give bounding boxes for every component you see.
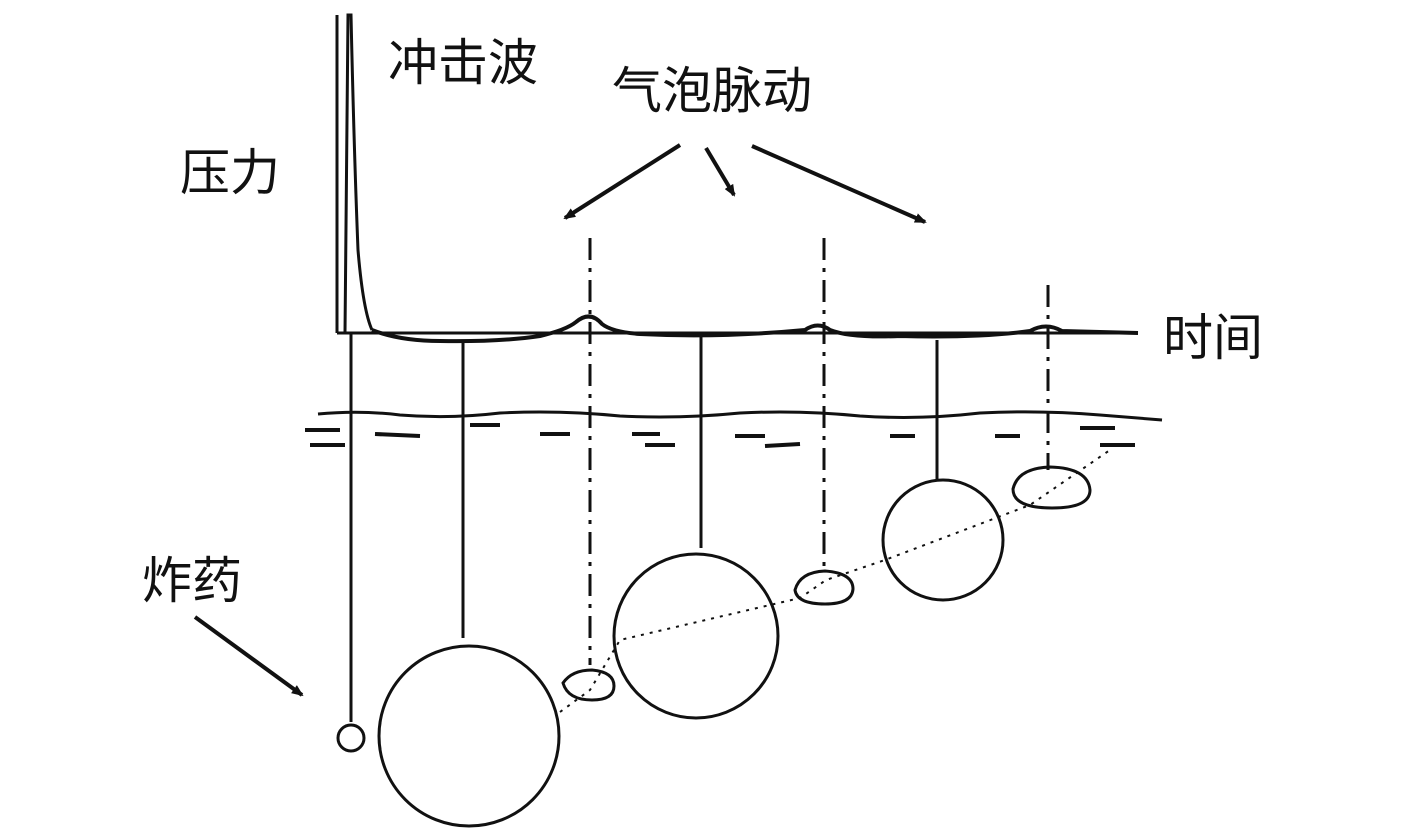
time-axis-label: 时间	[1163, 309, 1263, 367]
arrows	[193, 143, 927, 697]
bubble-max-1	[377, 644, 561, 828]
explosive-label: 炸药	[142, 552, 242, 610]
pulse-arrow-middle	[704, 146, 736, 197]
pressure-trace	[371, 314, 1139, 344]
water-surface-line	[317, 410, 1163, 422]
bubble-min-1	[561, 668, 616, 702]
pulse-arrow-left	[563, 143, 682, 220]
shock-wave-spike	[343, 13, 374, 334]
bubbles	[336, 465, 1092, 828]
water-dashes	[305, 423, 1135, 448]
pulse-reference-lines	[588, 238, 1050, 665]
bubble-pulse-label: 气泡脉动	[612, 62, 812, 120]
bubble-max-2	[612, 552, 780, 720]
bubble-max-3	[881, 478, 1005, 602]
explosive-arrow	[193, 615, 304, 697]
bubble-min-2	[793, 569, 855, 606]
pressure-time-curve	[335, 13, 1139, 344]
explosive-charge	[336, 723, 366, 753]
shock-wave-label: 冲击波	[388, 34, 538, 92]
water-surface	[305, 410, 1163, 448]
pressure-axis-label: 压力	[180, 144, 280, 202]
bubble-migration-path	[559, 449, 1111, 713]
solid-reference-lines	[349, 333, 939, 722]
bubble-min-3	[1011, 465, 1092, 510]
pulse-arrow-right	[751, 144, 927, 224]
